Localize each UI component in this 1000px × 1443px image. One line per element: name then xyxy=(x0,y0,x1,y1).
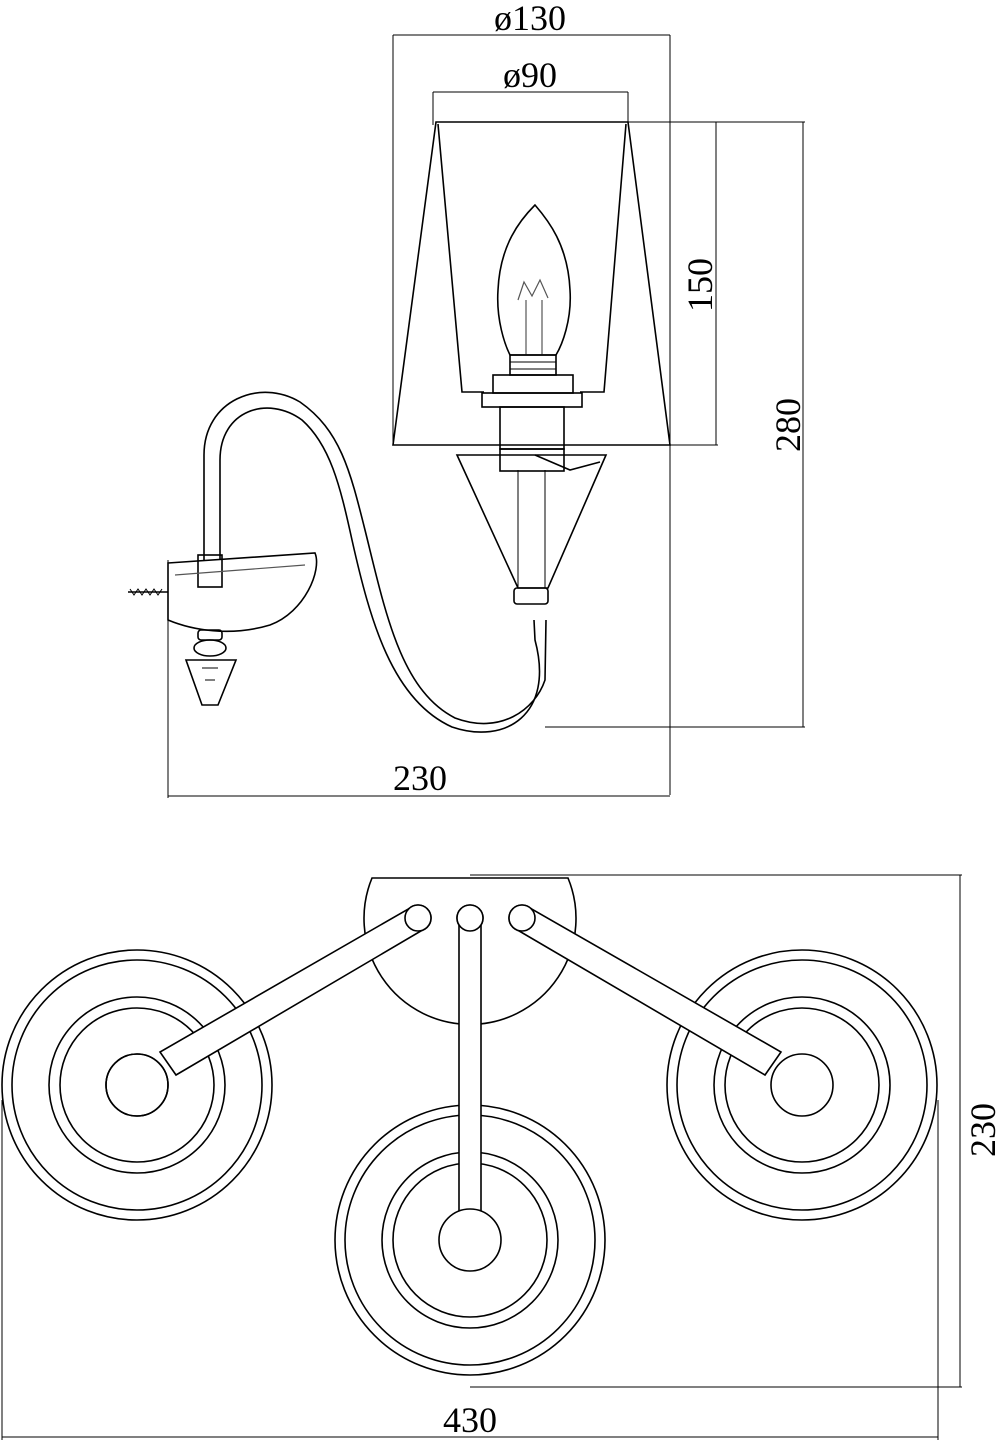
label-inner-diameter: ø90 xyxy=(503,55,557,95)
dim-shade-height: 150 xyxy=(628,121,720,446)
curved-arm xyxy=(197,391,547,733)
wall-mount xyxy=(128,552,318,706)
label-side-depth: 230 xyxy=(393,758,447,798)
dim-inner-diameter: ø90 xyxy=(432,55,629,125)
socket-cone xyxy=(455,454,608,605)
side-view: ø130 ø90 150 280 230 xyxy=(128,0,808,798)
lamp-shade xyxy=(392,121,671,446)
dim-outer-diameter: ø130 xyxy=(392,0,671,795)
label-top-depth: 230 xyxy=(963,1103,1000,1157)
label-top-width: 430 xyxy=(443,1400,497,1440)
label-shade-height: 150 xyxy=(680,258,720,312)
wall-screw xyxy=(128,588,168,596)
top-lamp-center xyxy=(334,917,606,1376)
top-view: 230 430 xyxy=(1,874,1000,1440)
dim-side-depth: 230 xyxy=(167,560,670,798)
label-total-height: 280 xyxy=(768,398,808,452)
dim-total-height: 280 xyxy=(545,121,808,728)
label-outer-diameter: ø130 xyxy=(494,0,566,38)
candle-bulb xyxy=(496,203,572,356)
top-lamp-right xyxy=(512,906,938,1221)
dim-top-width: 430 xyxy=(1,1100,939,1440)
wall-finial xyxy=(184,629,238,706)
dim-top-depth: 230 xyxy=(470,874,1000,1388)
bulb-socket xyxy=(481,354,583,472)
